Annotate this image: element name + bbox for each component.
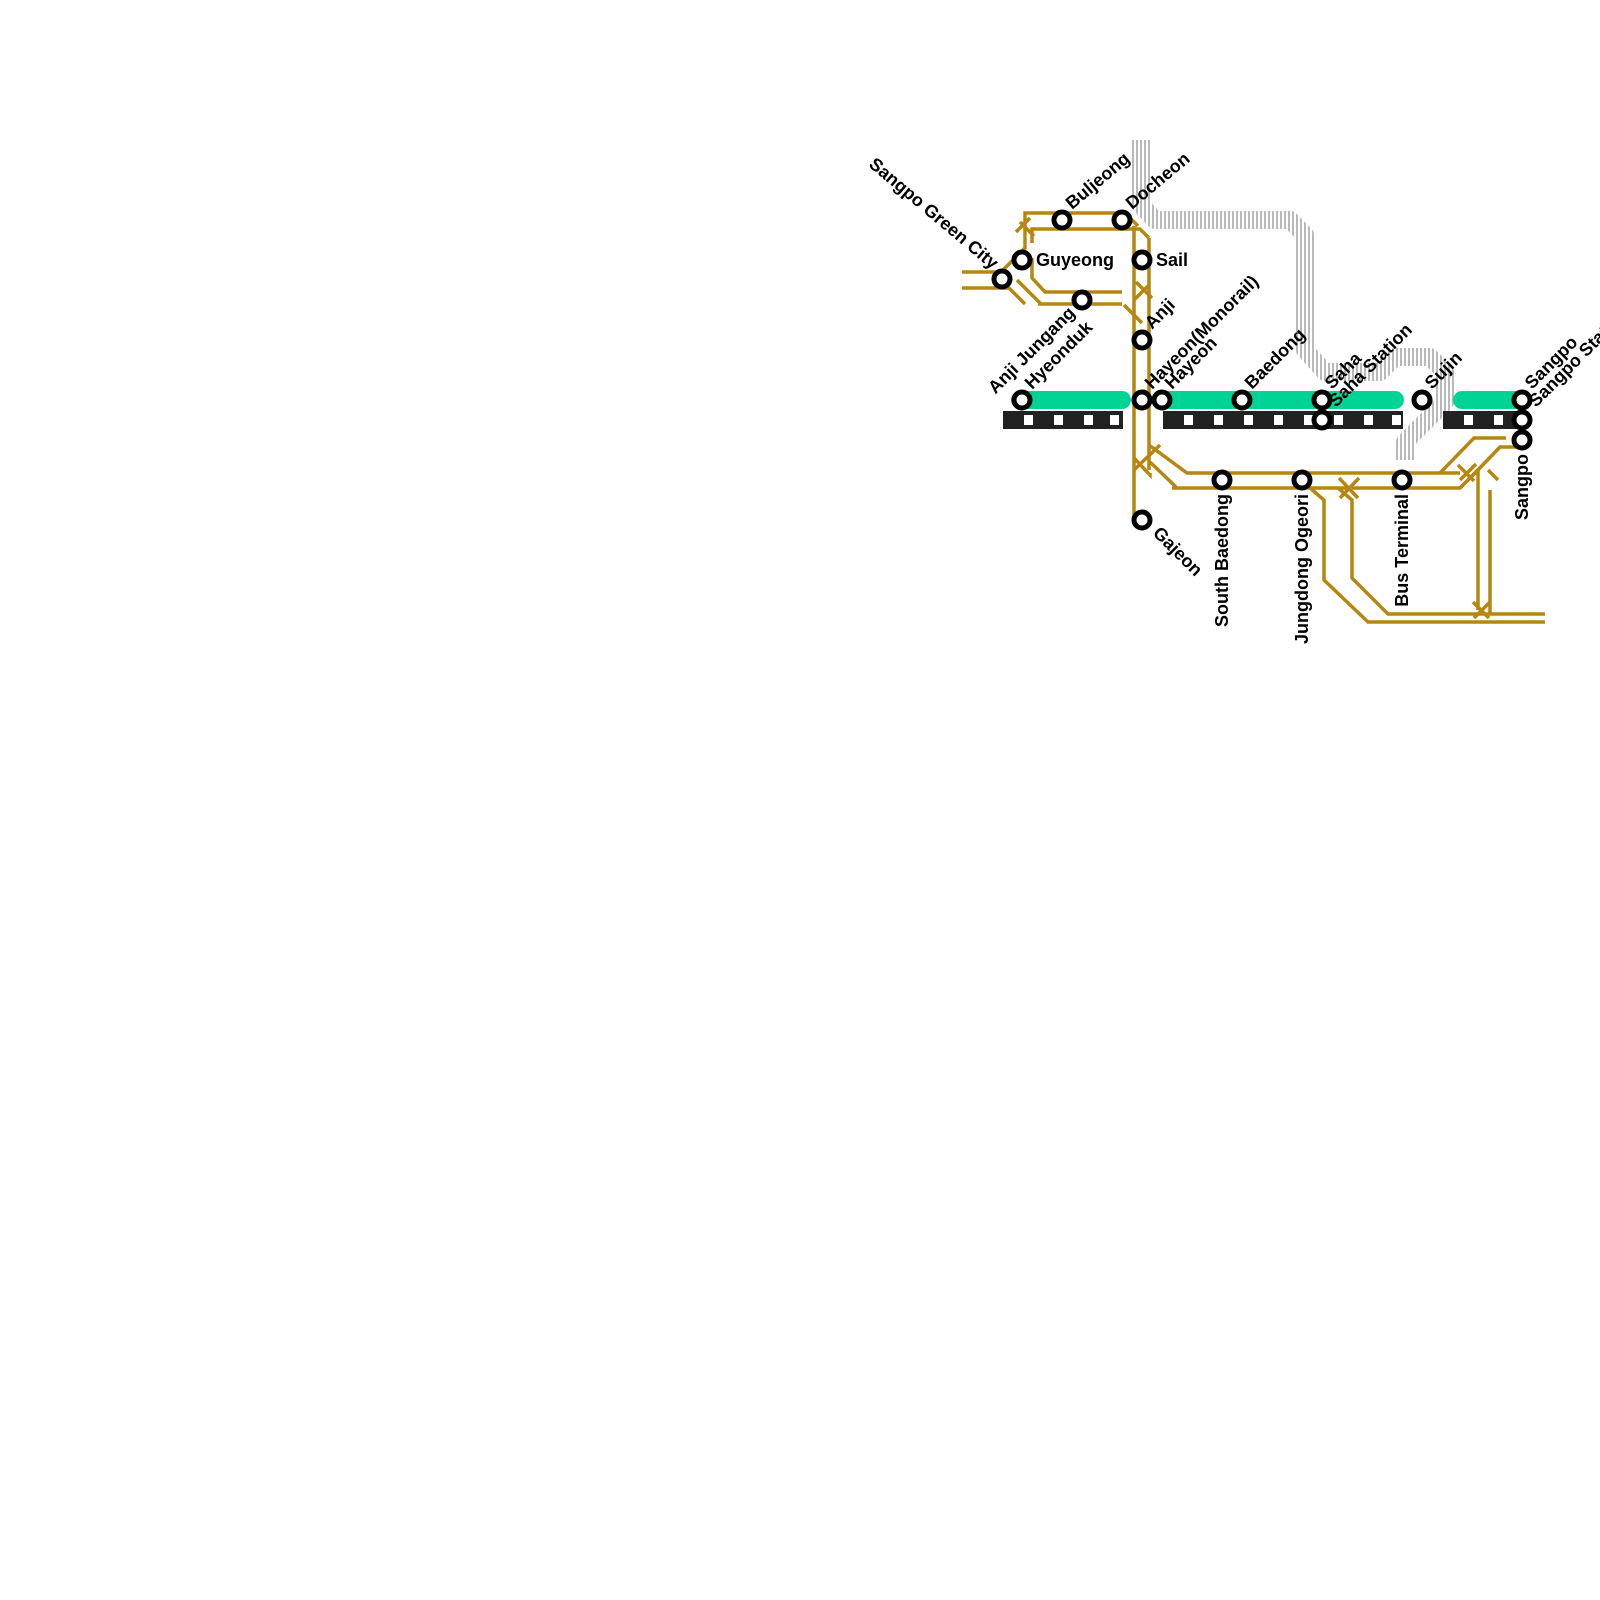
- label-sangpo-side: Sangpo: [1512, 454, 1532, 520]
- station-docheon[interactable]: [1111, 209, 1133, 231]
- station-bus-terminal[interactable]: [1391, 469, 1413, 491]
- station-hayeon-monorail[interactable]: [1131, 389, 1153, 411]
- station-sujin[interactable]: [1411, 389, 1433, 411]
- label-baedong: Baedong: [1241, 324, 1310, 393]
- station-saha-station[interactable]: [1311, 409, 1333, 431]
- station-saha[interactable]: [1311, 389, 1333, 411]
- station-anji-jungang[interactable]: [1071, 289, 1093, 311]
- label-bus-terminal: Bus Terminal: [1392, 494, 1412, 607]
- station-south-baedong[interactable]: [1211, 469, 1233, 491]
- station-gajeon[interactable]: [1131, 509, 1153, 531]
- station-sangpo-side[interactable]: [1511, 429, 1533, 451]
- label-anji: Anji: [1141, 295, 1179, 333]
- station-sail[interactable]: [1131, 249, 1153, 271]
- station-hayeon[interactable]: [1151, 389, 1173, 411]
- label-south-baedong: South Baedong: [1212, 494, 1232, 627]
- station-guyeong[interactable]: [1011, 249, 1033, 271]
- station-sangpo-station[interactable]: [1511, 409, 1533, 431]
- station-sangpo-top[interactable]: [1511, 389, 1533, 411]
- label-guyeong: Guyeong: [1036, 250, 1114, 270]
- station-jungdong-ogeori[interactable]: [1291, 469, 1313, 491]
- station-baedong[interactable]: [1231, 389, 1253, 411]
- station-hyeonduk[interactable]: [1011, 389, 1033, 411]
- label-sangpo-green-city: Sangpo Green City: [865, 154, 1002, 273]
- station-anji[interactable]: [1131, 329, 1153, 351]
- label-sail: Sail: [1156, 250, 1188, 270]
- stations: [991, 209, 1533, 531]
- label-gajeon: Gajeon: [1149, 523, 1206, 580]
- label-buljeong: Buljeong: [1062, 148, 1134, 213]
- label-jungdong-ogeori: Jungdong Ogeori: [1292, 494, 1312, 644]
- monorail-line: [1132, 140, 1454, 460]
- station-buljeong[interactable]: [1051, 209, 1073, 231]
- rail-line: [1003, 411, 1520, 429]
- station-sangpo-green-city[interactable]: [991, 268, 1013, 290]
